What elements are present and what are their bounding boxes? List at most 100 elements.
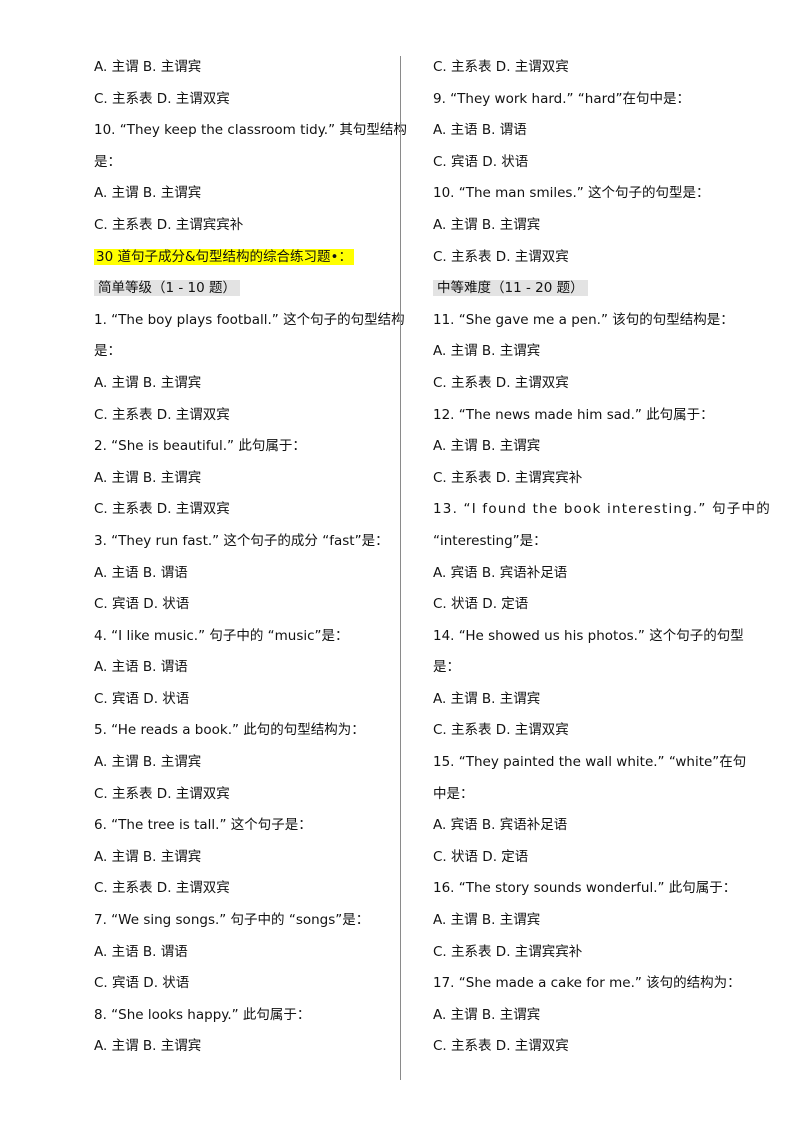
line-text: C. 主系表 D. 主谓双宾 (433, 248, 569, 265)
text-line: A. 宾语 B. 宾语补足语 (433, 810, 731, 842)
line-text: C. 状语 D. 定语 (433, 848, 529, 865)
text-line: “interesting”是： (433, 526, 731, 558)
text-line: A. 主语 B. 谓语 (94, 652, 390, 684)
line-text: A. 主谓 B. 主谓宾 (433, 690, 541, 707)
text-line: C. 主系表 D. 主谓双宾 (433, 368, 731, 400)
text-line: A. 主谓 B. 主谓宾 (94, 52, 390, 84)
line-text: 是： (94, 343, 121, 360)
text-line: A. 主谓 B. 主谓宾 (433, 431, 731, 463)
line-text: 13. “I found the book interesting.” 句子中的 (433, 501, 771, 518)
text-line: A. 主谓 B. 主谓宾 (433, 336, 731, 368)
line-text: A. 主谓 B. 主谓宾 (94, 754, 202, 771)
difficulty-level-label: 简单等级（1 - 10 题） (94, 280, 241, 297)
line-text: A. 宾语 B. 宾语补足语 (433, 817, 568, 834)
text-line: 16. “The story sounds wonderful.” 此句属于： (433, 873, 736, 905)
text-line: 5. “He reads a book.” 此句的句型结构为： (94, 715, 390, 747)
line-text: C. 主系表 D. 主谓双宾 (433, 722, 569, 739)
line-text: 16. “The story sounds wonderful.” 此句属于： (433, 880, 737, 897)
line-text: C. 宾语 D. 状语 (94, 690, 190, 707)
line-text: A. 主谓 B. 主谓宾 (94, 469, 202, 486)
text-line: A. 宾语 B. 宾语补足语 (433, 558, 731, 590)
text-line: 2. “She is beautiful.” 此句属于： (94, 431, 390, 463)
text-line: 12. “The news made him sad.” 此句属于： (433, 400, 731, 432)
line-text: 15. “They painted the wall white.” “whit… (433, 754, 747, 771)
line-text: C. 主系表 D. 主谓宾宾补 (94, 216, 244, 233)
line-text: A. 主谓 B. 主谓宾 (94, 1038, 202, 1055)
line-text: 是： (94, 153, 121, 170)
line-text: C. 主系表 D. 主谓双宾 (94, 880, 230, 897)
line-text: C. 状语 D. 定语 (433, 596, 529, 613)
difficulty-level-label: 中等难度（11 - 20 题） (433, 280, 588, 297)
text-line: A. 主语 B. 谓语 (94, 937, 390, 969)
text-line: 中等难度（11 - 20 题） (433, 273, 731, 305)
text-line: 30 道句子成分&句型结构的综合练习题•： (94, 242, 390, 274)
text-line: A. 主谓 B. 主谓宾 (433, 1000, 731, 1032)
line-text: C. 宾语 D. 状语 (94, 596, 190, 613)
line-text: C. 主系表 D. 主谓宾宾补 (433, 469, 583, 486)
line-text: 14. “He showed us his photos.” 这个句子的句型 (433, 627, 744, 644)
section-heading-highlighted: 30 道句子成分&句型结构的综合练习题•： (94, 248, 354, 265)
text-line: C. 主系表 D. 主谓宾宾补 (433, 463, 731, 495)
line-text: 11. “She gave me a pen.” 该句的句型结构是： (433, 311, 734, 328)
text-line: A. 主语 B. 谓语 (433, 115, 731, 147)
text-line: C. 主系表 D. 主谓双宾 (94, 494, 390, 526)
text-line: A. 主谓 B. 主谓宾 (433, 684, 731, 716)
line-text: A. 主谓 B. 主谓宾 (94, 848, 202, 865)
text-line: A. 主谓 B. 主谓宾 (94, 178, 390, 210)
text-line: A. 主谓 B. 主谓宾 (433, 210, 731, 242)
line-text: C. 主系表 D. 主谓双宾 (433, 1038, 569, 1055)
text-line: C. 主系表 D. 主谓宾宾补 (94, 210, 390, 242)
left-column: A. 主谓 B. 主谓宾 C. 主系表 D. 主谓双宾 10. “They keep… (94, 52, 407, 1063)
text-line: C. 主系表 D. 主谓宾宾补 (433, 937, 731, 969)
text-line: 4. “I like music.” 句子中的 “music”是： (94, 621, 390, 653)
line-text: A. 主语 B. 谓语 (94, 943, 188, 960)
line-text: C. 主系表 D. 主谓双宾 (94, 406, 230, 423)
line-text: A. 主语 B. 谓语 (94, 659, 188, 676)
line-text: 6. “The tree is tall.” 这个句子是： (94, 817, 312, 834)
line-text: A. 主语 B. 谓语 (433, 122, 527, 139)
text-line: 10. “They keep the classroom tidy.” 其句型结… (94, 115, 407, 147)
line-text: A. 主谓 B. 主谓宾 (433, 912, 541, 929)
line-text: 7. “We sing songs.” 句子中的 “songs”是： (94, 912, 370, 929)
line-text: 4. “I like music.” 句子中的 “music”是： (94, 627, 349, 644)
line-text: 8. “She looks happy.” 此句属于： (94, 1006, 311, 1023)
line-text: C. 主系表 D. 主谓双宾 (94, 785, 230, 802)
line-text: A. 主谓 B. 主谓宾 (94, 374, 202, 391)
text-line: 14. “He showed us his photos.” 这个句子的句型 (433, 621, 744, 653)
line-text: A. 主谓 B. 主谓宾 (94, 59, 202, 75)
text-line: C. 主系表 D. 主谓双宾 (94, 400, 390, 432)
text-line: C. 宾语 D. 状语 (94, 589, 390, 621)
line-text: C. 主系表 D. 主谓双宾 (94, 501, 230, 518)
text-line: C. 主系表 D. 主谓双宾 (433, 715, 731, 747)
line-text: 3. “They run fast.” 这个句子的成分 “fast”是： (94, 532, 389, 549)
text-line: A. 主谓 B. 主谓宾 (94, 368, 390, 400)
line-text: 2. “She is beautiful.” 此句属于： (94, 438, 306, 455)
text-line: 15. “They painted the wall white.” “whit… (433, 747, 746, 779)
line-text: 1. “The boy plays football.” 这个句子的句型结构 (94, 311, 405, 328)
line-text: 12. “The news made him sad.” 此句属于： (433, 406, 714, 423)
text-line: 1. “The boy plays football.” 这个句子的句型结构 (94, 305, 405, 337)
line-text: C. 主系表 D. 主谓宾宾补 (433, 943, 583, 960)
text-line: 9. “They work hard.” “hard”在句中是： (433, 84, 731, 116)
line-text: 9. “They work hard.” “hard”在句中是： (433, 90, 691, 107)
line-text: 5. “He reads a book.” 此句的句型结构为： (94, 722, 365, 739)
line-text: C. 宾语 D. 状语 (94, 975, 190, 992)
text-line: 简单等级（1 - 10 题） (94, 273, 390, 305)
line-text: “interesting”是： (433, 532, 547, 549)
line-text: 10. “They keep the classroom tidy.” 其句型结… (94, 122, 407, 139)
text-line: 6. “The tree is tall.” 这个句子是： (94, 810, 390, 842)
text-line: C. 状语 D. 定语 (433, 589, 731, 621)
line-text: A. 主谓 B. 主谓宾 (433, 1006, 541, 1023)
text-line: 17. “She made a cake for me.” 该句的结构为： (433, 968, 741, 1000)
line-text: C. 主系表 D. 主谓双宾 (94, 90, 230, 107)
line-text: A. 主谓 B. 主谓宾 (433, 216, 541, 233)
text-line: C. 主系表 D. 主谓双宾 (94, 779, 390, 811)
text-line: C. 主系表 D. 主谓双宾 (433, 1031, 731, 1063)
text-line: A. 主谓 B. 主谓宾 (94, 842, 390, 874)
text-line: 11. “She gave me a pen.” 该句的句型结构是： (433, 305, 734, 337)
text-line: 8. “She looks happy.” 此句属于： (94, 1000, 390, 1032)
text-line: 是： (94, 147, 390, 179)
column-divider (400, 56, 401, 1080)
text-line: 是： (433, 652, 731, 684)
